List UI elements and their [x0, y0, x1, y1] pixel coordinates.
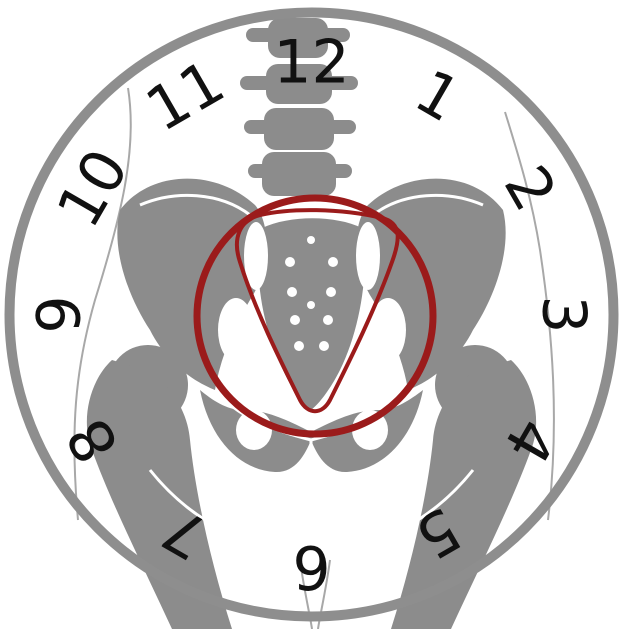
clock-numeral-6: 6	[292, 532, 330, 602]
clock-numeral-1: 1	[403, 56, 471, 136]
clock-numeral-9: 9	[25, 295, 95, 333]
clock-numeral-12: 12	[273, 28, 349, 98]
clock-numeral-3: 3	[529, 295, 599, 333]
